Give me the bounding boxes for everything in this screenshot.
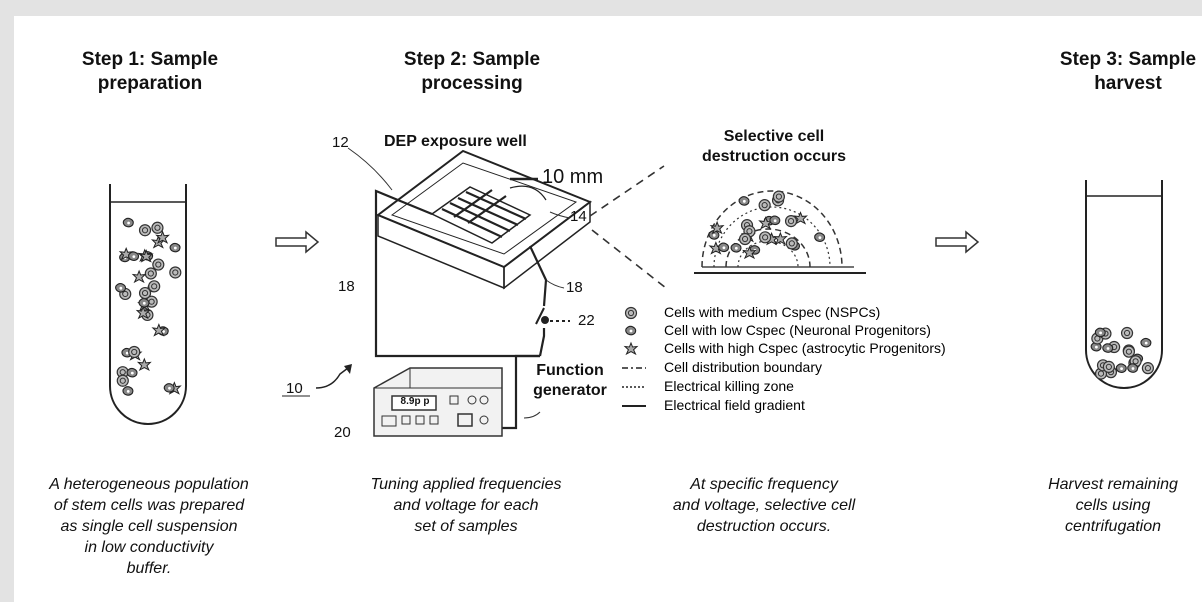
ref-10: 10 <box>286 380 303 397</box>
cell-glyph <box>1102 360 1115 373</box>
arrow-step2-to-step3 <box>935 230 980 254</box>
cell-glyph <box>152 258 165 271</box>
ref-18-right: 18 <box>566 279 583 296</box>
cell-glyph <box>1122 345 1135 358</box>
cell-glyph <box>138 286 152 300</box>
dep-well-device <box>375 149 593 290</box>
cell-glyph <box>137 358 151 371</box>
ref-20: 20 <box>334 424 351 441</box>
electrical-wires <box>374 189 548 430</box>
legend-symbols <box>622 306 646 407</box>
function-generator <box>373 367 503 437</box>
ref-22: 22 <box>578 312 595 329</box>
cell-glyph <box>785 237 798 250</box>
cell-glyph <box>772 190 785 203</box>
cell-glyph <box>138 298 150 308</box>
arrow-step1-to-step2 <box>275 230 320 254</box>
cell-glyph <box>758 199 771 212</box>
cell-glyph <box>1141 362 1155 375</box>
cell-glyph <box>169 242 181 253</box>
cell-glyph <box>126 367 138 378</box>
switch-22 <box>535 307 570 325</box>
cell-glyph <box>1094 327 1106 338</box>
cell-glyph <box>718 242 730 253</box>
cell-glyph <box>759 231 772 244</box>
cell-glyph <box>784 215 798 228</box>
dep-well-label: DEP exposure well <box>384 133 527 150</box>
cell-glyph <box>1140 337 1152 348</box>
cell-glyph <box>730 243 742 253</box>
cell-glyph <box>122 217 134 228</box>
diagram-artwork <box>109 147 1163 437</box>
pointer-arrow-10 <box>315 367 349 389</box>
scale-bar-label: 10 mm <box>542 166 604 188</box>
cell-glyph <box>151 221 164 234</box>
generator-display: 8.9p p <box>400 396 430 407</box>
ref-12: 12 <box>332 134 349 151</box>
cell-glyph <box>1127 363 1139 373</box>
cell-glyph <box>128 251 140 261</box>
cell-glyph <box>814 232 826 242</box>
cell-glyph <box>1115 363 1127 373</box>
cell-population-step1 <box>115 217 182 396</box>
tube-step3 <box>1085 180 1163 389</box>
cell-glyph <box>128 345 141 359</box>
cell-glyph <box>144 267 157 280</box>
cell-glyph <box>1120 326 1134 340</box>
cell-glyph <box>1102 343 1114 353</box>
cell-glyph <box>738 232 752 246</box>
cell-glyph <box>163 383 175 393</box>
cell-glyph <box>116 374 129 387</box>
ref-18-left: 18 <box>338 278 355 295</box>
ref-14: 14 <box>570 208 587 225</box>
cell-glyph <box>138 224 152 237</box>
cell-pellet-step3 <box>1090 326 1155 380</box>
tube-step1 <box>109 184 187 425</box>
cell-glyph <box>773 232 787 245</box>
reference-leaders <box>347 147 571 419</box>
cell-glyph <box>738 196 750 206</box>
cell-glyph <box>769 215 781 226</box>
cell-glyph <box>115 282 127 293</box>
cell-glyph <box>132 270 146 283</box>
cell-glyph <box>122 386 134 396</box>
cell-glyph <box>169 266 182 279</box>
